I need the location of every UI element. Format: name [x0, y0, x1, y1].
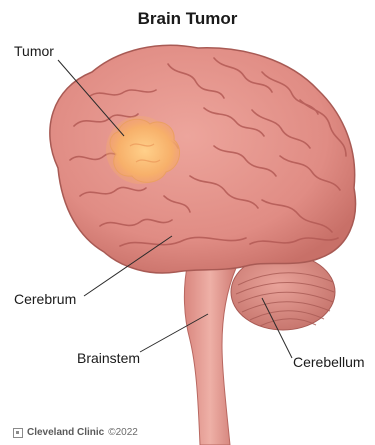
footer-copyright: ©2022: [108, 427, 138, 438]
footer-brand: Cleveland Clinic: [27, 427, 104, 438]
cerebrum-label: Cerebrum: [14, 291, 76, 307]
footer-credit: Cleveland Clinic ©2022: [13, 427, 138, 438]
cleveland-clinic-logo-icon: [13, 428, 23, 438]
cerebellum-label: Cerebellum: [293, 354, 365, 370]
brainstem-label: Brainstem: [77, 350, 140, 366]
brainstem: [184, 262, 236, 445]
tumor-label: Tumor: [14, 43, 54, 59]
